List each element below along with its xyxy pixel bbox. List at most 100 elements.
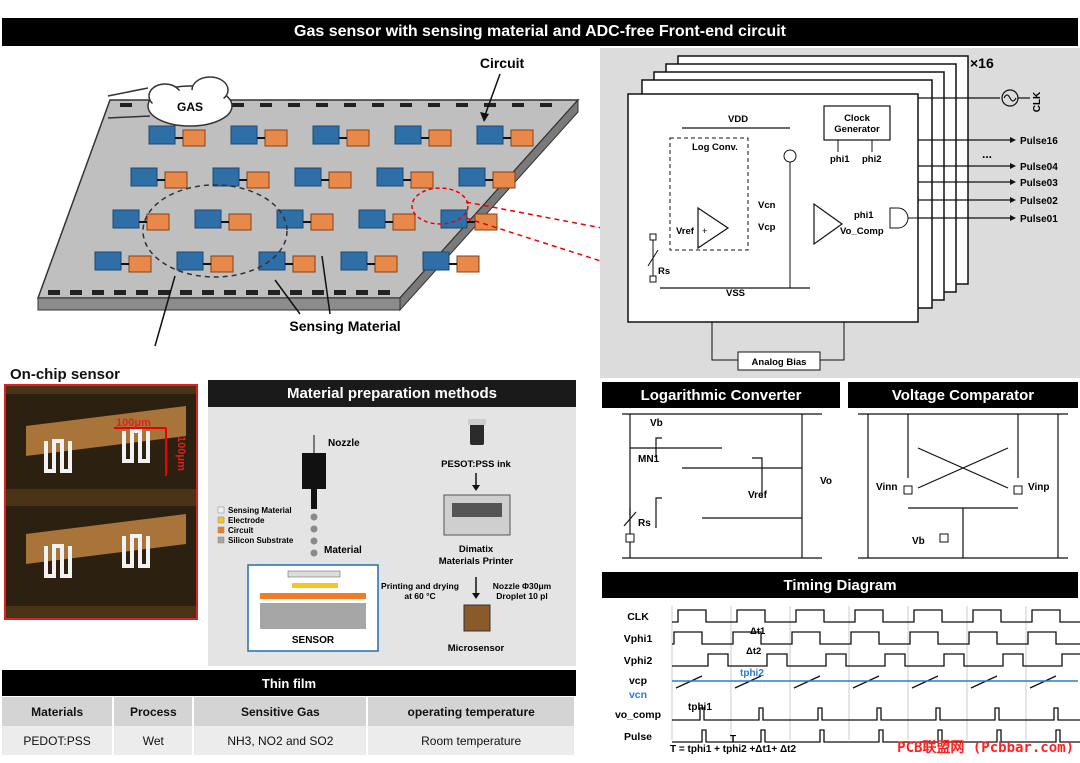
vb-label: Vb: [650, 418, 663, 429]
thin-film-table: Materials Process Sensitive Gas operatin…: [2, 697, 576, 755]
vcp-label: Vcp: [758, 222, 776, 233]
sensor-cell: [112, 209, 170, 231]
page-title: Gas sensor with sensing material and ADC…: [2, 18, 1078, 46]
table-header: operating temperature: [367, 697, 576, 726]
log-converter-schematic: Vb MN1 Vref Vo Rs: [622, 413, 832, 559]
dimension-vertical: 100μm: [175, 436, 187, 471]
period-label: T: [730, 734, 736, 745]
signal-label: vcp: [629, 675, 647, 687]
microsensor-label: Microsensor: [448, 643, 505, 654]
sensor-cell: [476, 125, 534, 147]
signal-label: Pulse: [624, 731, 652, 743]
array-multiplier: ×16: [970, 55, 994, 71]
tphi2-label: tphi2: [740, 668, 764, 679]
table-row: PEDOT:PSS Wet NH3, NO2 and SO2 Room temp…: [2, 726, 576, 755]
vinn-label: Vinn: [876, 482, 897, 493]
watermark: PCB联盟网 (Pcbbar.com): [897, 740, 1074, 756]
drying-label-1: Printing and drying: [381, 581, 459, 591]
signal-label: vo_comp: [615, 709, 661, 721]
clk-label: CLK: [1032, 91, 1043, 112]
signal-label: Vphi1: [624, 633, 653, 645]
sensor-cell: [130, 167, 188, 189]
legend-label: Electrode: [228, 516, 265, 525]
legend-swatch: [217, 536, 225, 544]
timing-title: Timing Diagram: [602, 572, 1078, 598]
vcn-label: Vcn: [758, 200, 776, 211]
vo-label: Vo: [820, 476, 832, 487]
pulse-arrow: [1010, 137, 1016, 143]
legend-swatch: [217, 526, 225, 534]
table-cell: NH3, NO2 and SO2: [193, 726, 369, 755]
sensor-cell: [94, 251, 152, 273]
tphi1-label: tphi1: [688, 702, 712, 713]
table-header: Materials: [2, 697, 115, 726]
sensor-cell: [212, 167, 270, 189]
nozzle-label: Nozzle: [328, 438, 360, 449]
sensor-cell: [194, 209, 252, 231]
legend-label: Circuit: [228, 526, 254, 535]
sensor-label: SENSOR: [292, 635, 335, 646]
ink-label: PESOT:PSS ink: [441, 459, 511, 470]
printer-label-1: Dimatix: [459, 544, 494, 555]
phi1-out-label: phi1: [854, 210, 874, 221]
material-label: Material: [324, 545, 362, 556]
sensor-cell: [176, 251, 234, 273]
sensing-material-label: Sensing Material: [289, 318, 400, 334]
sensor-cell: [458, 167, 516, 189]
material-preparation-diagram: Nozzle Material Sensing MaterialElectrod…: [217, 419, 552, 654]
sensor-cell: [376, 167, 434, 189]
sensor-cell: [148, 125, 206, 147]
table-header: Sensitive Gas: [193, 697, 369, 726]
nozzle-spec-1: Nozzle Φ30μm: [493, 581, 552, 591]
table-cell: Wet: [113, 726, 195, 755]
materials-title: Material preparation methods: [208, 380, 576, 407]
vref-label: Vref: [676, 226, 695, 237]
phi2-label: phi2: [862, 154, 882, 165]
legend-label: Sensing Material: [228, 506, 292, 515]
gas-cloud-icon: [107, 76, 233, 127]
pulse-dots: ...: [982, 147, 992, 161]
clock-generator-label-1: Clock: [844, 113, 871, 124]
sensor-cell: [422, 251, 480, 273]
timing-formula: T = tphi1 + tphi2 +Δt1+ Δt2: [670, 744, 797, 755]
pulse-arrow: [1010, 179, 1016, 185]
rs-label-log: Rs: [638, 518, 651, 529]
comparator-title: Voltage Comparator: [848, 382, 1078, 408]
nozzle-spec-2: Droplet 10 pl: [496, 591, 547, 601]
onchip-photo: 100μm 100μm: [4, 384, 198, 620]
svg-text:+: +: [702, 226, 707, 236]
sensor-cell: [340, 251, 398, 273]
pulse-label: Pulse04: [1020, 162, 1058, 173]
sensor-cell: [294, 167, 352, 189]
pulse-arrow: [1010, 197, 1016, 203]
dt2-label: Δt2: [746, 646, 761, 657]
log-converter-title: Logarithmic Converter: [602, 382, 840, 408]
analog-bias-label: Analog Bias: [752, 357, 807, 368]
vinp-label: Vinp: [1028, 482, 1049, 493]
sensor-cell: [358, 209, 416, 231]
comparator-schematic: Vinn Vinp Vb: [858, 413, 1068, 559]
signal-label: CLK: [627, 611, 649, 623]
thin-film-title: Thin film: [2, 670, 576, 696]
sensor-cell: [276, 209, 334, 231]
sensor-cell: [230, 125, 288, 147]
onchip-label: On-chip sensor: [10, 366, 121, 383]
pulse-arrow: [1010, 163, 1016, 169]
dimension-horizontal: 100μm: [116, 417, 151, 429]
pulse-arrow: [1010, 215, 1016, 221]
phi1-label: phi1: [830, 154, 850, 165]
rs-label: Rs: [658, 266, 670, 277]
table-header: Process: [113, 697, 195, 726]
drying-label-2: at 60 °C: [404, 591, 435, 601]
vdd-label: VDD: [728, 114, 748, 125]
table-header-row: Materials Process Sensitive Gas operatin…: [2, 697, 576, 726]
vo-comp-label: Vo_Comp: [840, 226, 884, 237]
pulse-label: Pulse02: [1020, 196, 1058, 207]
sensor-cell: [312, 125, 370, 147]
table-cell: PEDOT:PSS: [2, 726, 115, 755]
vss-label: VSS: [726, 288, 745, 299]
table-cell: Room temperature: [367, 726, 576, 755]
circuit-label: Circuit: [480, 55, 525, 71]
front-end-circuit: ×16 CLK Clock Generator phi1 phi2 VDD Lo…: [627, 55, 1058, 371]
pulse-label: Pulse16: [1020, 136, 1058, 147]
